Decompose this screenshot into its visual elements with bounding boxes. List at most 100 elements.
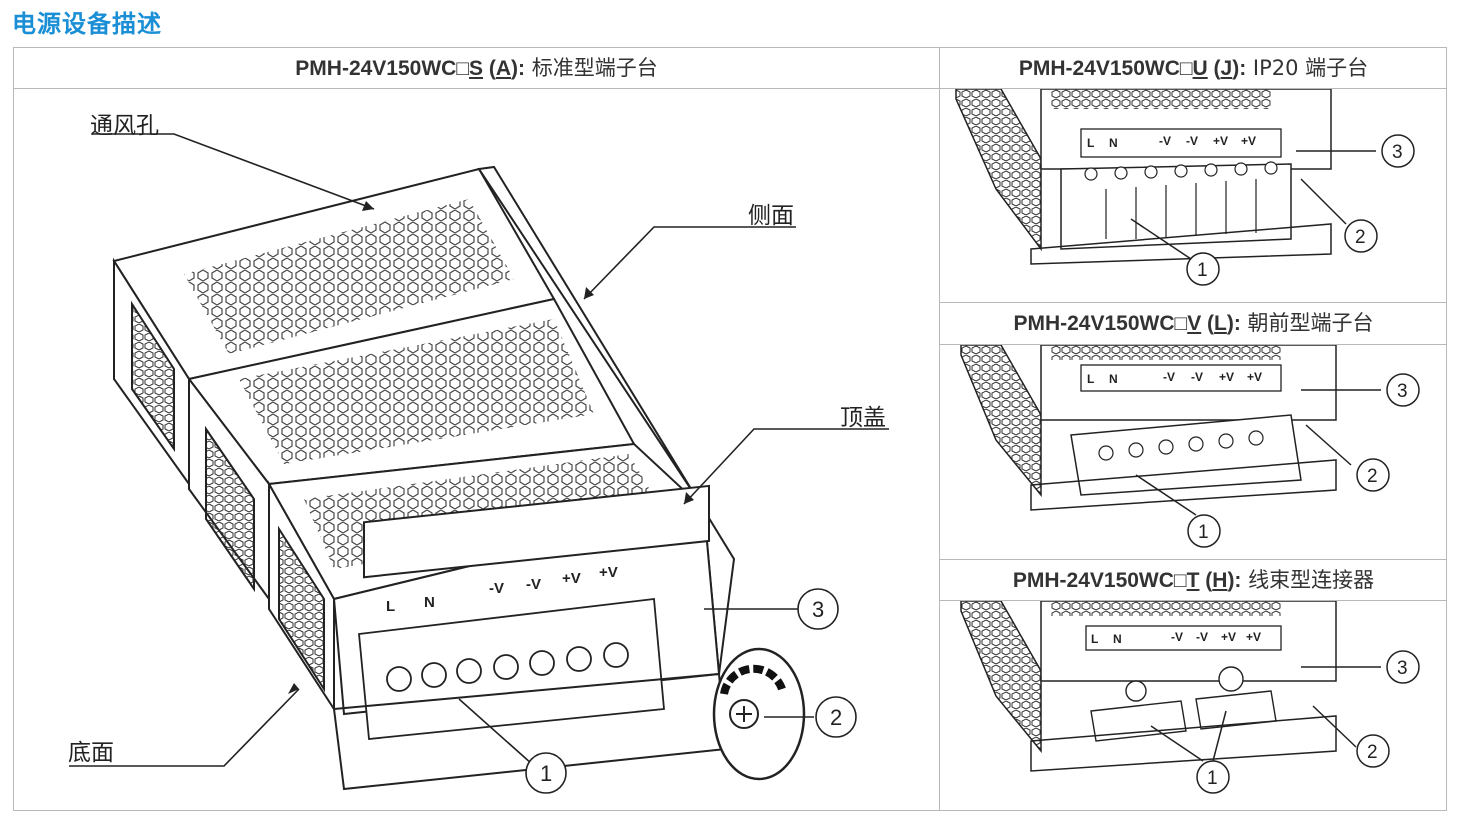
- callout-1-label: 1: [1198, 522, 1209, 543]
- terminal-mark-n: N: [1109, 136, 1118, 150]
- harness-connector-drawing: L N -V -V +V +V 3 2 1: [960, 601, 1420, 794]
- panel-title-u: PMH-24V150WC□U (J): IP20 端子台: [1018, 56, 1369, 80]
- header-divider: [13, 88, 1447, 89]
- callout-3-label: 3: [812, 597, 824, 622]
- row-divider-1: [940, 302, 1447, 303]
- terminal-labels: [1080, 364, 1282, 392]
- power-supply-drawing: L N -V -V +V +V 3 2 1: [69, 133, 889, 794]
- terminal-mark-neg1: -V: [1171, 630, 1183, 644]
- terminal-labels: [1080, 128, 1282, 158]
- leader-lines: [1150, 666, 1381, 762]
- variant-description: IP20 端子台: [1252, 56, 1369, 80]
- variant-code: T: [1186, 569, 1200, 592]
- callout-1-label: 1: [540, 761, 552, 786]
- terminal-marks: L N -V -V +V +V: [1091, 630, 1261, 646]
- side-vents: [960, 601, 1042, 754]
- option-code: J: [1220, 57, 1233, 80]
- callout-2: [1356, 734, 1390, 768]
- side-vents: [955, 89, 1042, 252]
- callout-3: [1386, 373, 1420, 407]
- callout-1-label: 1: [1197, 260, 1208, 281]
- leader-lines: [69, 133, 889, 767]
- variant-description: 线束型连接器: [1248, 568, 1375, 592]
- callout-3: [797, 588, 839, 630]
- model-name: PMH-24V150WC□: [295, 57, 470, 80]
- terminal-mark-neg2: -V: [1186, 134, 1198, 148]
- terminal-marks: L N -V -V +V +V: [1087, 134, 1256, 150]
- option-code: L: [1214, 312, 1227, 335]
- terminal-mark-l: L: [386, 598, 395, 615]
- terminal-mark-n: N: [1109, 372, 1118, 386]
- right-side-wall: [477, 165, 736, 675]
- terminal-mark-l: L: [1087, 372, 1094, 386]
- label-bottom: 底面: [68, 740, 114, 766]
- side-panel: [113, 257, 335, 713]
- panel-title-t: PMH-24V150WC□T (H): 线束型连接器: [1012, 568, 1375, 592]
- callout-3-label: 3: [1397, 658, 1408, 679]
- callout-2: [815, 696, 857, 738]
- terminal-mark-neg2: -V: [1196, 630, 1208, 644]
- row-divider-2: [940, 559, 1447, 560]
- terminal-mark-pos1: +V: [1221, 630, 1236, 644]
- variant-code: U: [1192, 57, 1208, 80]
- terminal-mark-neg2: -V: [526, 576, 541, 593]
- callout-1: [1187, 514, 1221, 548]
- label-side: 侧面: [748, 203, 794, 229]
- model-name: PMH-24V150WC□: [1012, 569, 1187, 592]
- panel-title-v: PMH-24V150WC□V (L): 朝前型端子台: [1013, 311, 1374, 335]
- callout-3-label: 3: [1397, 381, 1408, 402]
- ip20-terminal-drawing: L N -V -V +V +V 3 2 1: [955, 89, 1415, 286]
- terminal-labels: [1085, 625, 1282, 651]
- terminal-mark-neg2: -V: [1191, 370, 1203, 384]
- main-panel-title: PMH-24V150WC□S (A): 标准型端子台: [295, 56, 658, 80]
- figure-frame: [13, 47, 1447, 811]
- model-name: PMH-24V150WC□: [1018, 57, 1193, 80]
- callout-1-label: 1: [1207, 768, 1218, 789]
- section-title: 电源设备描述: [12, 10, 162, 38]
- option-code: H: [1212, 569, 1228, 592]
- leader-lines: [1135, 389, 1381, 516]
- side-vents: [960, 345, 1042, 498]
- callout-2-label: 2: [1367, 466, 1378, 487]
- variant-code: V: [1187, 312, 1202, 335]
- model-name: PMH-24V150WC□: [1013, 312, 1188, 335]
- terminal-marks: L N -V -V +V +V: [1087, 370, 1262, 386]
- terminal-mark-pos1: +V: [1213, 134, 1228, 148]
- option-code: A: [495, 57, 512, 80]
- column-divider: [939, 47, 940, 811]
- terminal-mark-pos2: +V: [1241, 134, 1256, 148]
- leader-arrows: [288, 201, 694, 694]
- callout-2-label: 2: [830, 705, 842, 730]
- terminal-mark-n: N: [1113, 632, 1122, 646]
- variant-description: 标准型端子台: [531, 56, 658, 80]
- terminal-mark-pos1: +V: [562, 570, 581, 587]
- terminal-mark-neg1: -V: [1163, 370, 1175, 384]
- callout-2-label: 2: [1355, 227, 1366, 248]
- callout-3-label: 3: [1392, 142, 1403, 163]
- leader-lines: [1130, 150, 1376, 260]
- front-terminal-drawing: L N -V -V +V +V 3 2 1: [960, 345, 1420, 548]
- label-vent: 通风孔: [90, 113, 159, 139]
- callout-1: [1186, 252, 1220, 286]
- callout-2: [1356, 458, 1390, 492]
- callout-1: [525, 752, 567, 794]
- terminal-mark-l: L: [1091, 632, 1098, 646]
- terminal-mark-neg1: -V: [1159, 134, 1171, 148]
- terminal-block: [358, 597, 665, 740]
- terminal-mark-neg1: -V: [489, 580, 504, 597]
- variant-code: S: [469, 57, 484, 80]
- label-top-cover: 顶盖: [840, 405, 886, 431]
- callout-3: [1386, 650, 1420, 684]
- terminal-mark-pos2: +V: [599, 564, 618, 581]
- callout-2-label: 2: [1367, 742, 1378, 763]
- callout-1: [1196, 760, 1230, 794]
- terminal-mark-pos2: +V: [1247, 370, 1262, 384]
- callout-markers: 3 2 1: [525, 588, 857, 794]
- variant-description: 朝前型端子台: [1247, 311, 1374, 335]
- terminal-marks: L N -V -V +V +V: [386, 564, 618, 615]
- terminal-mark-l: L: [1087, 136, 1094, 150]
- callout-2: [1344, 219, 1378, 253]
- terminal-block: [1070, 414, 1302, 496]
- harness-connectors: [1090, 666, 1277, 742]
- terminal-mark-pos1: +V: [1219, 370, 1234, 384]
